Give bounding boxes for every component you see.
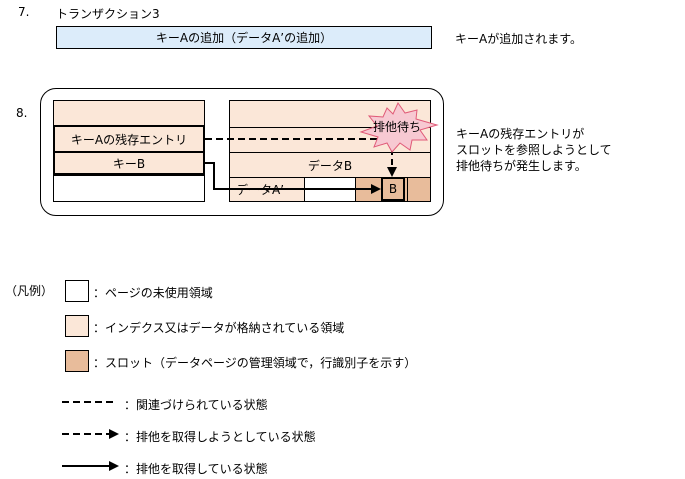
legend-associated-text: ：関連づけられている状態 xyxy=(124,398,268,412)
step8-number: 8. xyxy=(16,106,28,120)
legend-acquired-text: ：排他を取得している状態 xyxy=(124,462,268,476)
index-entry-remaining: キーAの残存エントリ xyxy=(53,125,205,153)
index-page-stored-area xyxy=(54,101,204,127)
legend-heading: （凡例） xyxy=(5,284,54,298)
legend-swatch-slot xyxy=(65,350,89,372)
index-entry-remaining-label: キーAの残存エントリ xyxy=(70,132,188,147)
lock-wait-burst-icon xyxy=(359,101,439,153)
step8-note-line-1: キーAの残存エントリが xyxy=(456,127,585,141)
index-entry-key-b-label: キーB xyxy=(112,156,146,171)
index-entry-key-b: キーB xyxy=(53,151,205,175)
lock-wait-badge: 排他待ち xyxy=(373,120,422,134)
slot-b: B xyxy=(381,177,405,201)
data-b-label: データB xyxy=(307,158,353,173)
legend-swatch-unused xyxy=(65,280,89,302)
data-divider-1 xyxy=(230,127,430,128)
lock-acquired-arrowhead xyxy=(371,184,381,194)
step7-number: 7. xyxy=(18,5,30,19)
step7-note: キーAが追加されます。 xyxy=(455,32,583,46)
lock-wait-arrowhead xyxy=(387,167,397,177)
legend-slot-text: ：スロット（データページの管理領域で，行識別子を示す） xyxy=(93,356,417,370)
index-divider-3 xyxy=(54,175,204,176)
add-key-a-bar: キーAの追加（データA’の追加） xyxy=(56,26,432,49)
data-divider-2 xyxy=(230,152,430,153)
legend-stored-text: ：インデクス又はデータが格納されている領域 xyxy=(93,321,345,335)
slot-b-label: B xyxy=(388,182,398,196)
lock-acquired-line xyxy=(205,162,372,190)
step8-note-line-3: 排他待ちが発生します。 xyxy=(456,159,587,173)
add-key-a-bar-label: キーAの追加（データA’の追加） xyxy=(155,31,333,45)
legend-solid-arrowhead xyxy=(109,461,119,471)
step7-title: トランザクション3 xyxy=(56,7,160,21)
data-b-row: データB xyxy=(230,153,430,177)
legend-unused-text: ：ページの未使用領域 xyxy=(93,286,213,300)
step8-note-line-2: スロットを参照しようとして xyxy=(456,143,612,157)
legend-swatch-stored xyxy=(65,315,89,337)
step8-frame xyxy=(40,88,444,216)
data-divider-3 xyxy=(230,177,430,178)
data-vdiv-3 xyxy=(407,178,408,201)
legend-acquiring-text: ：排他を取得しようとしている状態 xyxy=(124,430,316,444)
step8-note: キーAの残存エントリが スロットを参照しようとして 排他待ちが発生します。 xyxy=(456,126,612,174)
legend-dashed-arrowhead xyxy=(109,429,119,439)
